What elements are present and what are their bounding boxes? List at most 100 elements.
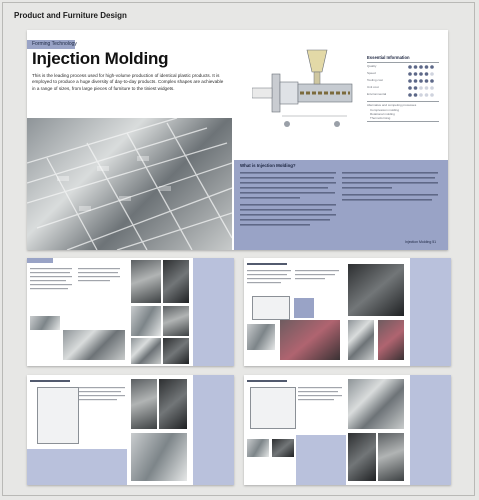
rating-dot <box>419 86 423 90</box>
main-spread: Forming Technology Injection Molding Thi… <box>27 30 448 250</box>
related-process: Rotational molding <box>370 112 395 116</box>
rating-dot <box>408 79 412 83</box>
caption-panel <box>193 258 234 366</box>
photo <box>348 320 374 360</box>
sidebar-block <box>27 258 53 263</box>
photo <box>163 306 189 336</box>
photo <box>30 316 60 330</box>
rating-dot <box>419 93 423 97</box>
rating-dot <box>430 86 434 90</box>
rating-dot <box>424 79 429 83</box>
caption-panel <box>410 258 451 366</box>
mold-diagram <box>250 387 296 429</box>
heading-block <box>247 263 287 265</box>
rating-row: Unit cost <box>367 85 439 91</box>
page-frame <box>2 2 475 496</box>
rating-dot <box>424 72 429 76</box>
rating-dot <box>413 72 418 76</box>
photo <box>63 330 125 360</box>
photo <box>131 379 157 429</box>
photo <box>159 379 187 429</box>
rating-dot <box>419 65 423 69</box>
intro-text: This is the leading process used for hig… <box>32 73 224 91</box>
rating-dots <box>408 65 434 97</box>
thumbnail-spread-3 <box>27 375 234 485</box>
main-heading: Injection Molding <box>32 49 169 68</box>
rating-row: Quality <box>367 64 439 70</box>
rating-row: Speed <box>367 71 439 77</box>
rating-dot <box>413 86 418 90</box>
text-block <box>247 268 341 296</box>
mold-grid-illustration <box>27 117 233 250</box>
rating-dot <box>430 65 434 69</box>
essential-info-box: Essential Information Quality Speed Tool… <box>367 55 439 155</box>
photo <box>131 338 161 364</box>
caption-panel <box>410 375 451 485</box>
photo <box>348 379 404 429</box>
info-block <box>294 298 314 318</box>
section-label: Forming Technology <box>32 41 77 47</box>
photo <box>247 324 275 350</box>
rating-label: Tooling cost <box>367 78 383 82</box>
rating-dot <box>419 79 423 83</box>
page-number: Injection Molding 51 <box>405 240 437 244</box>
essential-info-title: Essential Information <box>367 55 410 60</box>
photo <box>163 338 189 364</box>
rating-row: Environmental <box>367 92 439 98</box>
photo <box>131 306 161 336</box>
photo <box>348 264 404 316</box>
related-processes-title: Alternative and competing processes <box>367 103 417 107</box>
related-process: Compression molding <box>370 108 400 112</box>
rating-dot <box>430 79 434 83</box>
text-block <box>79 385 127 425</box>
rating-dot <box>419 72 423 76</box>
rating-label: Environmental <box>367 92 387 96</box>
rating-dot <box>424 65 429 69</box>
text-block <box>298 385 344 431</box>
section-label-bar <box>27 40 75 49</box>
rating-label: Speed <box>367 71 376 75</box>
rating-label: Unit cost <box>367 85 379 89</box>
photo <box>247 439 269 457</box>
rating-dot <box>424 93 429 97</box>
divider <box>367 101 439 102</box>
page-title: Product and Furniture Design <box>14 11 127 20</box>
body-text-column-1 <box>240 170 338 236</box>
photo <box>131 433 187 481</box>
thumbnail-spread-2 <box>244 258 451 366</box>
rating-row: Tooling cost <box>367 78 439 84</box>
rating-dot <box>408 93 412 97</box>
photo <box>378 320 404 360</box>
machine-diagram <box>37 387 79 444</box>
photo <box>348 433 376 481</box>
rating-dot <box>408 65 412 69</box>
caption-panel <box>193 375 234 485</box>
blue-band <box>27 449 127 485</box>
rating-dot <box>430 72 434 76</box>
photo <box>163 260 189 303</box>
heading-block <box>30 380 70 382</box>
heading-block <box>247 380 287 382</box>
injection-machine-diagram <box>251 44 362 144</box>
divider <box>367 121 439 122</box>
what-is-title: What is Injection Molding? <box>240 163 296 168</box>
rating-dot <box>424 86 429 90</box>
photo <box>131 260 161 303</box>
rating-dot <box>413 79 418 83</box>
body-text-column-2 <box>342 170 440 210</box>
related-process: Thermoforming <box>370 116 391 120</box>
rating-dot <box>430 93 434 97</box>
photo <box>378 433 404 481</box>
blue-band <box>296 435 346 485</box>
chairs-photo <box>280 320 340 360</box>
text-block <box>30 266 120 326</box>
thumbnail-spread-1 <box>27 258 234 366</box>
divider <box>367 62 439 63</box>
machine-diagram <box>252 296 290 320</box>
molded-part-photo <box>27 117 233 250</box>
rating-dot <box>408 72 412 76</box>
thumbnail-spread-4 <box>244 375 451 485</box>
rating-dot <box>408 86 412 90</box>
photo <box>272 439 294 457</box>
rating-dot <box>413 65 418 69</box>
